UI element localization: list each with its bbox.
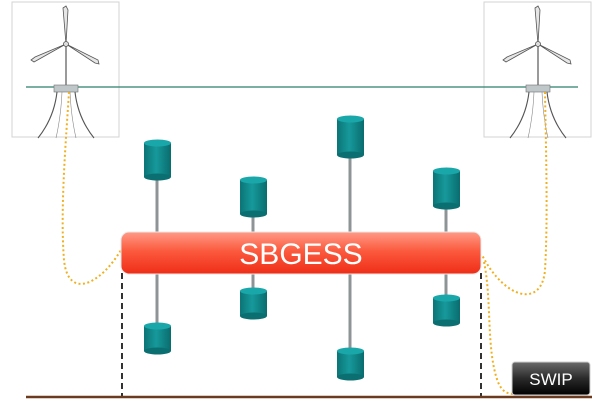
swip-power-cable bbox=[483, 261, 515, 395]
swip-box: SWIP bbox=[511, 361, 591, 396]
storage-module-upper-2 bbox=[240, 176, 267, 218]
wind-turbine-icon bbox=[30, 5, 100, 139]
sbgess-box: SBGESS bbox=[120, 231, 482, 275]
sbgess-label: SBGESS bbox=[239, 238, 362, 271]
storage-module-upper-4 bbox=[433, 167, 460, 210]
storage-module-lower-1 bbox=[144, 322, 171, 355]
storage-module-lower-2 bbox=[240, 287, 267, 320]
storage-module-upper-3 bbox=[337, 115, 364, 159]
storage-module-lower-4 bbox=[433, 294, 460, 327]
wind-turbine-icon bbox=[502, 5, 572, 139]
left-power-cable bbox=[61, 91, 122, 285]
storage-module-lower-3 bbox=[337, 347, 364, 381]
storage-module-upper-1 bbox=[144, 139, 171, 181]
swip-label: SWIP bbox=[529, 370, 572, 389]
